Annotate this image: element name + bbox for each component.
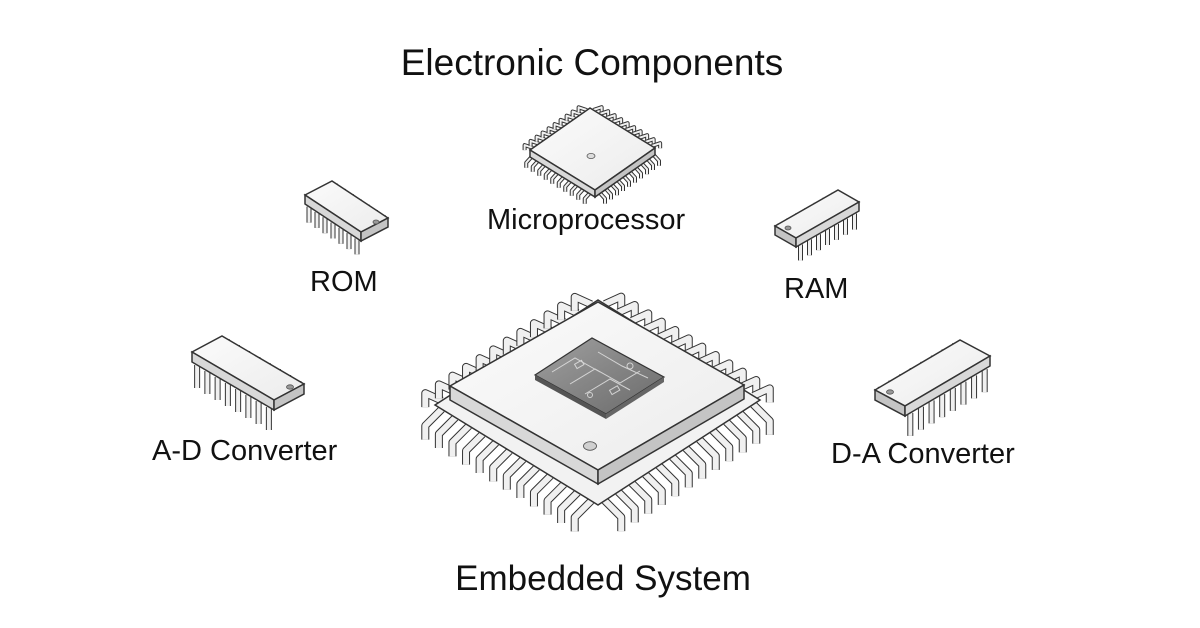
ad-converter-label: A-D Converter bbox=[152, 435, 338, 467]
microprocessor-chip-icon bbox=[522, 105, 663, 204]
microprocessor-label: Microprocessor bbox=[487, 204, 686, 236]
embedded-system-label: Embedded System bbox=[455, 559, 751, 598]
ram-label: RAM bbox=[784, 273, 849, 305]
da-converter-chip-icon bbox=[873, 339, 992, 436]
rom-label: ROM bbox=[310, 266, 378, 298]
ram-chip-icon bbox=[773, 189, 861, 261]
da-converter-label: D-A Converter bbox=[831, 438, 1015, 470]
ad-converter-chip-icon bbox=[190, 335, 306, 430]
rom-chip-icon bbox=[303, 180, 390, 255]
diagram-title: Electronic Components bbox=[400, 42, 784, 83]
embedded-system-chip-icon bbox=[421, 292, 774, 532]
